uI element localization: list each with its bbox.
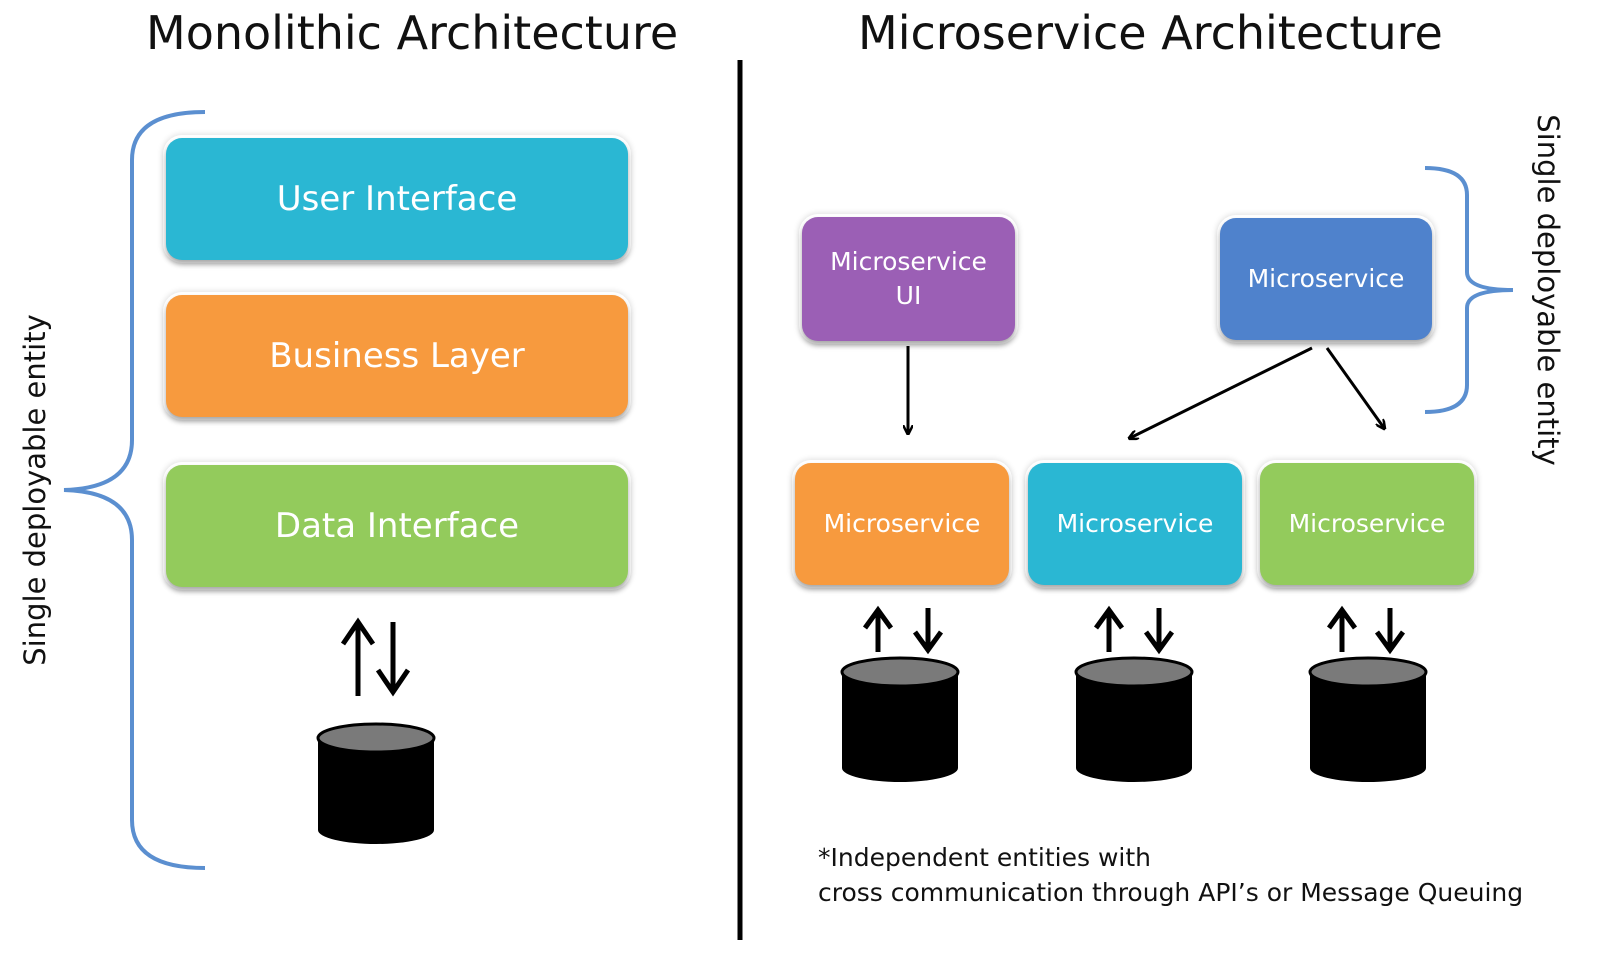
user-interface-layer: User Interface [166,138,628,260]
monolithic-database-icon [316,722,436,844]
data-interface-layer: Data Interface [166,465,628,587]
monolithic-db-arrows [340,617,411,697]
microservice-ui-box: Microservice UI [802,217,1015,341]
service3-database-icon [1308,656,1428,782]
business-layer: Business Layer [166,295,628,417]
microservice-bracket [1424,166,1514,414]
monolithic-bracket [63,110,206,870]
top-to-right-arrow [1325,347,1384,428]
footnote-line1: *Independent entities with [818,843,1152,872]
microservice-box-green: Microservice [1260,463,1474,585]
microservice-box-blue: Microservice [1028,463,1242,585]
service2-database-icon [1074,656,1194,782]
microservice-title: Microservice Architecture [858,6,1443,60]
microservice-top-box: Microservice [1220,218,1432,340]
footnote-line2: cross communication through API’s or Mes… [818,878,1524,907]
top-to-middle-arrow [1130,346,1313,438]
monolithic-title: Monolithic Architecture [146,6,679,60]
service1-database-icon [840,656,960,782]
service2-db-arrows [1093,605,1175,655]
service3-db-arrows [1326,605,1406,655]
service1-db-arrows [862,605,944,655]
microservice-box-orange: Microservice [795,463,1009,585]
